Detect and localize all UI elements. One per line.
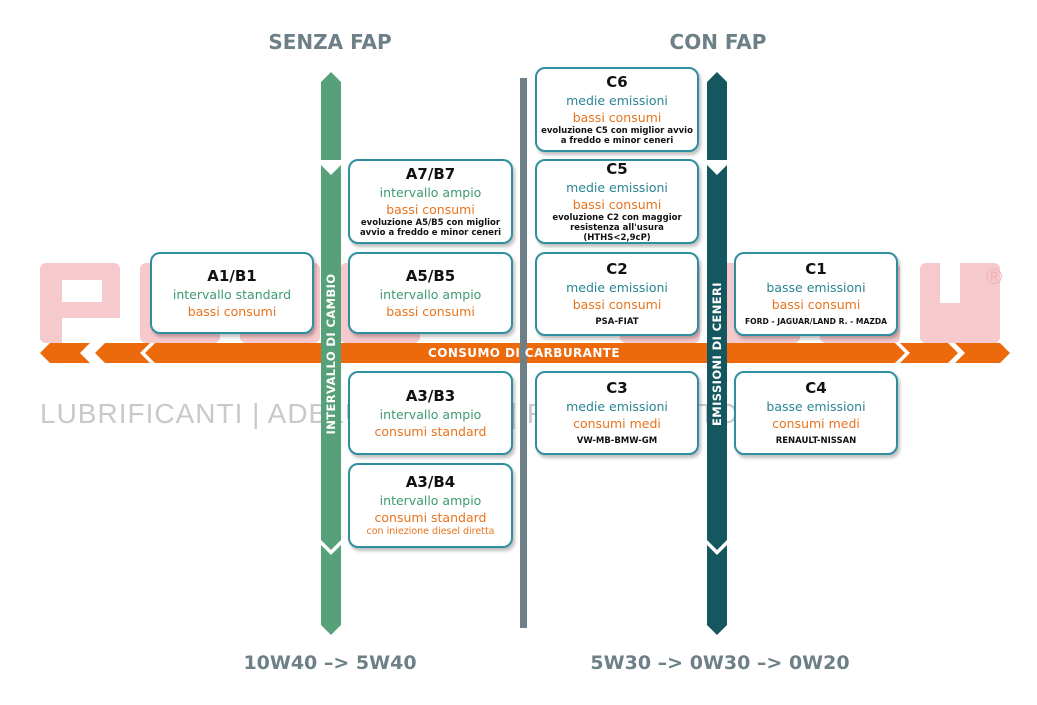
box-interval: intervallo standard (172, 286, 292, 302)
box-interval: intervallo ampio (379, 406, 482, 422)
box-a3b3: A3/B3 intervallo ampio consumi standard (348, 371, 513, 455)
registered-mark: ® (986, 264, 1003, 289)
box-emissions: basse emissioni (766, 399, 866, 414)
box-a3b4: A3/B4 intervallo ampio consumi standard … (348, 463, 513, 548)
box-emissions: medie emissioni (566, 93, 668, 108)
box-code: A3/B4 (405, 473, 456, 491)
box-consumption: bassi consumi (771, 297, 861, 312)
box-code: A7/B7 (405, 165, 456, 183)
footer-viscosity-con-fap: 5W30 –> 0W30 –> 0W20 (590, 652, 850, 674)
ash-emissions-arrow (707, 72, 727, 635)
box-consumption: consumi medi (573, 416, 661, 431)
box-manufacturers: PSA-FIAT (595, 317, 639, 327)
change-interval-arrow (321, 72, 341, 635)
axis-label-change-interval: INTERVALLO DI CAMBIO (324, 273, 338, 435)
box-note: avvio a freddo e minor ceneri (359, 228, 502, 238)
box-code: A5/B5 (405, 266, 456, 285)
box-emissions: medie emissioni (566, 180, 668, 195)
box-consumption: bassi consumi (572, 110, 662, 125)
box-note: evoluzione C5 con miglior avvio (541, 126, 693, 136)
box-note: evoluzione A5/B5 con miglior (360, 218, 501, 228)
box-code: A1/B1 (207, 266, 257, 285)
box-code: C4 (805, 379, 827, 397)
box-c4: C4 basse emissioni consumi medi RENAULT-… (734, 371, 898, 455)
axis-label-consumption: CONSUMO DI CARBURANTE (428, 346, 620, 360)
box-note: a freddo e minor ceneri (560, 136, 674, 146)
box-note: resistenza all'usura (HTHS<2,9cP) (570, 223, 664, 243)
box-interval: intervallo ampio (379, 286, 482, 302)
box-code: C3 (606, 379, 628, 397)
box-c5: C5 medie emissioni bassi consumi evoluzi… (535, 159, 699, 244)
box-consumption: bassi consumi (386, 303, 475, 319)
box-a1b1: A1/B1 intervallo standard bassi consumi (150, 252, 314, 334)
box-a7b7: A7/B7 intervallo ampio bassi consumi evo… (348, 159, 513, 244)
box-c3: C3 medie emissioni consumi medi VW-MB-BM… (535, 371, 699, 455)
box-code: C1 (805, 260, 827, 278)
box-injection-note: con iniezione diesel diretta (366, 526, 495, 537)
box-code: A3/B3 (405, 386, 456, 405)
box-emissions: medie emissioni (566, 399, 668, 414)
box-emissions: medie emissioni (566, 280, 668, 295)
box-consumption: bassi consumi (386, 202, 475, 217)
box-manufacturers: FORD - JAGUAR/LAND R. - MAZDA (744, 317, 888, 326)
box-consumption: bassi consumi (572, 297, 662, 312)
box-consumption: bassi consumi (572, 197, 662, 212)
fap-divider (520, 78, 527, 628)
header-senza-fap: SENZA FAP (268, 30, 392, 54)
header-con-fap: CON FAP (669, 30, 767, 54)
box-consumption: consumi standard (374, 423, 487, 439)
box-consumption: consumi standard (374, 510, 487, 525)
box-c1: C1 basse emissioni bassi consumi FORD - … (734, 252, 898, 336)
box-c2: C2 medie emissioni bassi consumi PSA-FIA… (535, 252, 699, 336)
box-note: evoluzione C2 con maggior (552, 213, 682, 223)
box-code: C2 (606, 260, 628, 278)
box-manufacturers: RENAULT-NISSAN (775, 436, 857, 446)
box-code: C6 (606, 73, 628, 91)
box-interval: intervallo ampio (379, 185, 482, 200)
box-consumption: bassi consumi (187, 303, 277, 319)
box-consumption: consumi medi (772, 416, 860, 431)
box-c6: C6 medie emissioni bassi consumi evoluzi… (535, 67, 699, 152)
box-code: C5 (606, 160, 628, 178)
box-emissions: basse emissioni (766, 280, 866, 295)
footer-viscosity-senza-fap: 10W40 –> 5W40 (243, 652, 417, 674)
box-interval: intervallo ampio (379, 493, 482, 508)
box-a5b5: A5/B5 intervallo ampio bassi consumi (348, 252, 513, 334)
axis-label-ash-emissions: EMISSIONI DI CENERI (710, 282, 724, 426)
box-manufacturers: VW-MB-BMW-GM (576, 436, 658, 446)
